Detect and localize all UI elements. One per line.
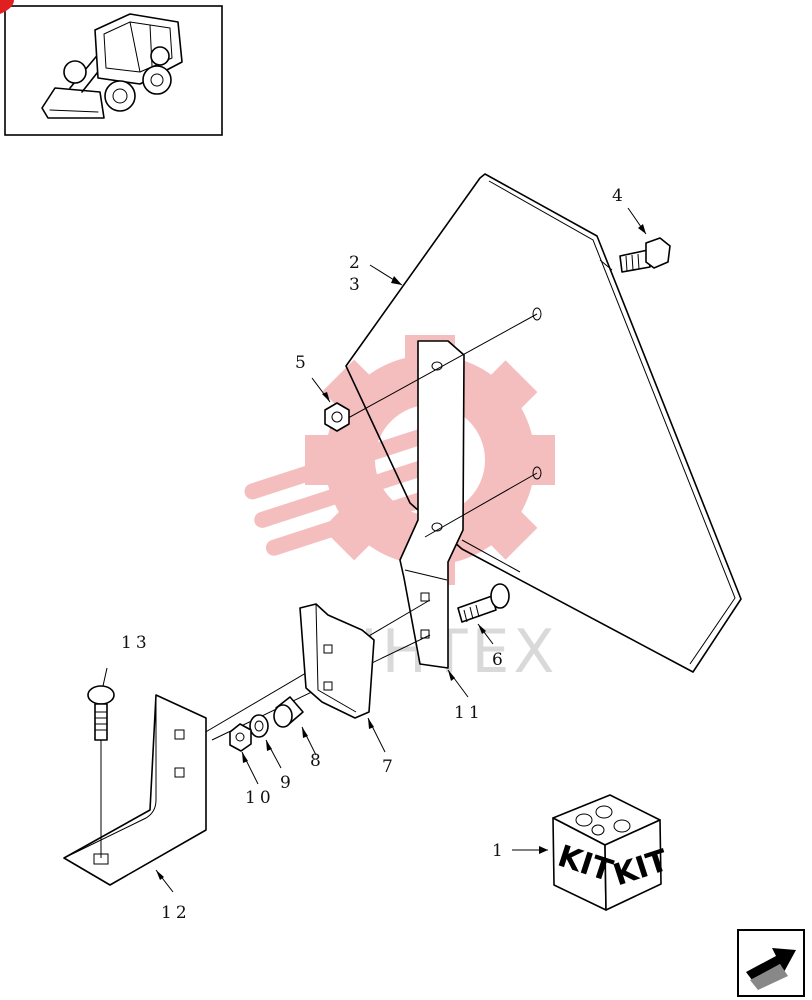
arrow-next-icon (746, 948, 796, 990)
callout-2: 2 (349, 253, 364, 273)
panel-hole-upper (532, 307, 542, 321)
watermark-logo (244, 335, 555, 585)
kit-box[interactable]: KIT KIT (552, 794, 673, 911)
carriage-bolt[interactable] (457, 583, 510, 623)
hex-bolt[interactable] (619, 237, 671, 273)
callout-11: 11 (454, 703, 484, 723)
callout-8: 8 (310, 751, 325, 771)
panel-plate[interactable] (345, 173, 742, 673)
callout-7: 7 (382, 757, 397, 777)
vertical-carriage-bolt[interactable] (87, 685, 115, 858)
callout-12: 12 (161, 903, 191, 923)
small-nut[interactable] (229, 723, 252, 752)
next-page-button[interactable] (737, 929, 805, 997)
callout-5: 5 (295, 353, 310, 373)
thumbnail-frame[interactable] (0, 0, 223, 136)
callout-3: 3 (349, 275, 364, 295)
skid-steer-loader-icon (41, 13, 183, 119)
callout-6: 6 (492, 650, 507, 670)
mounting-bracket[interactable] (399, 340, 465, 669)
panel-hole-lower (532, 466, 542, 480)
clamp-channel[interactable] (299, 603, 375, 719)
callout-1: 1 (492, 841, 507, 861)
leader-arrowheads (156, 224, 646, 880)
kit-fittings-icon (575, 805, 631, 836)
lock-washer[interactable] (249, 714, 269, 738)
hex-nut[interactable] (324, 402, 350, 432)
l-bracket[interactable] (63, 694, 207, 886)
spacer-sleeve[interactable] (273, 696, 304, 728)
callout-9: 9 (280, 773, 295, 793)
callout-13: 13 (121, 633, 151, 653)
callout-4: 4 (612, 186, 627, 206)
callout-10: 10 (245, 788, 275, 808)
